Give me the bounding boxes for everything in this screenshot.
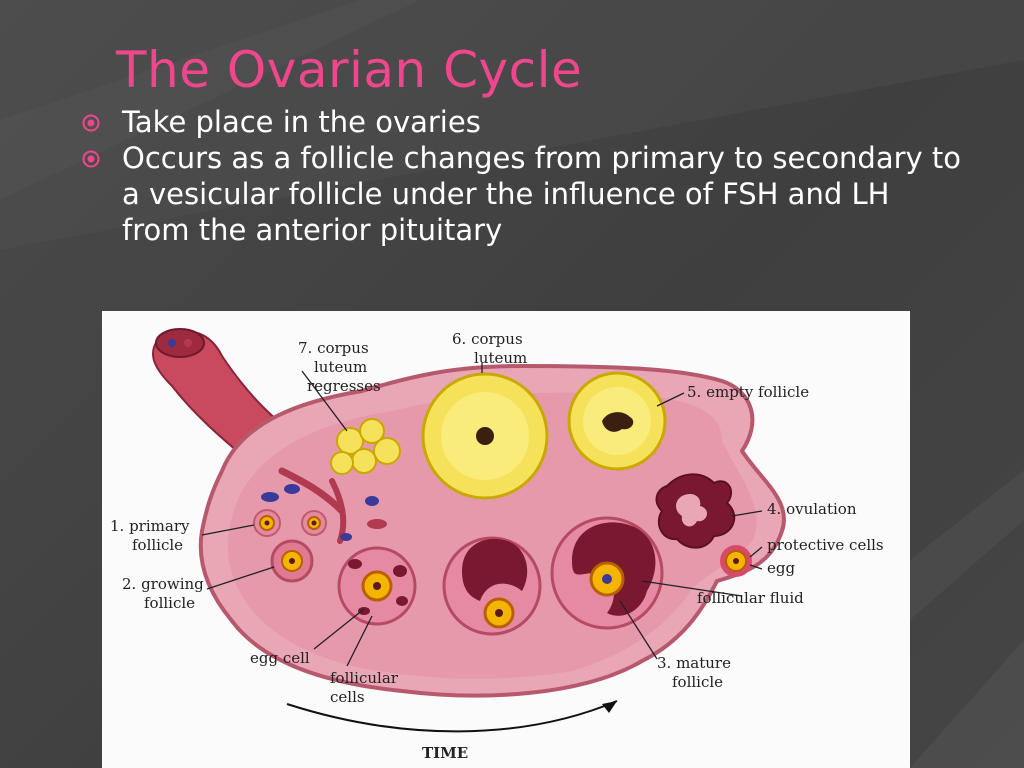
label-egg-cell: egg cell: [250, 649, 310, 667]
label-corpus-luteum-regresses: 7. corpus: [298, 339, 369, 357]
bullet-item: Occurs as a follicle changes from primar…: [82, 140, 962, 248]
label-growing-follicle: follicle: [144, 594, 195, 612]
mature-follicle: [550, 516, 664, 630]
leader-lines: [201, 363, 763, 667]
label-corpus-luteum-regresses: luteum: [314, 358, 367, 376]
label-corpus-luteum-regresses: regresses: [307, 377, 381, 395]
label-time: TIME: [422, 744, 468, 762]
circle-bullet-icon: [82, 150, 100, 168]
vesicular-follicle: [442, 536, 542, 636]
released-egg: [720, 545, 752, 577]
label-primary-follicle: follicle: [132, 536, 183, 554]
label-growing-follicle: 2. growing: [122, 575, 204, 593]
label-corpus-luteum: luteum: [474, 349, 527, 367]
label-ovulation: 4. ovulation: [767, 500, 857, 518]
circle-bullet-icon: [82, 114, 100, 132]
empty-follicle: [567, 371, 667, 471]
label-follicular-fluid: follicular fluid: [697, 589, 804, 607]
corpus-luteum: [421, 372, 549, 500]
label-empty-follicle: 5. empty follicle: [687, 383, 809, 401]
secondary-follicle: [337, 546, 417, 626]
primary-follicle: [253, 509, 327, 537]
label-follicular-cells: follicular: [330, 669, 399, 687]
growing-follicle: [270, 539, 314, 583]
label-protective-cells: protective cells: [767, 536, 884, 554]
ovulating-follicle: [655, 473, 736, 549]
ovary-illustration: 1. primary follicle 2. growing follicle …: [110, 328, 884, 762]
label-primary-follicle: 1. primary: [110, 517, 190, 535]
label-follicular-cells: cells: [330, 688, 365, 706]
bullet-text: Take place in the ovaries: [122, 105, 481, 139]
oviduct-opening: [155, 328, 205, 358]
label-mature-follicle: 3. mature: [657, 654, 731, 672]
regressing-corpus-luteum: [330, 418, 401, 475]
bullet-item: Take place in the ovaries: [82, 104, 962, 140]
label-corpus-luteum: 6. corpus: [452, 330, 523, 348]
time-arrow: [286, 700, 618, 733]
ovarian-cycle-diagram: 1. primary follicle 2. growing follicle …: [102, 311, 910, 768]
label-mature-follicle: follicle: [672, 673, 723, 691]
label-egg: egg: [767, 559, 795, 577]
bullet-text: Occurs as a follicle changes from primar…: [122, 141, 962, 247]
bullet-list: Take place in the ovaries Occurs as a fo…: [82, 104, 962, 248]
slide-title: The Ovarian Cycle: [116, 41, 583, 99]
